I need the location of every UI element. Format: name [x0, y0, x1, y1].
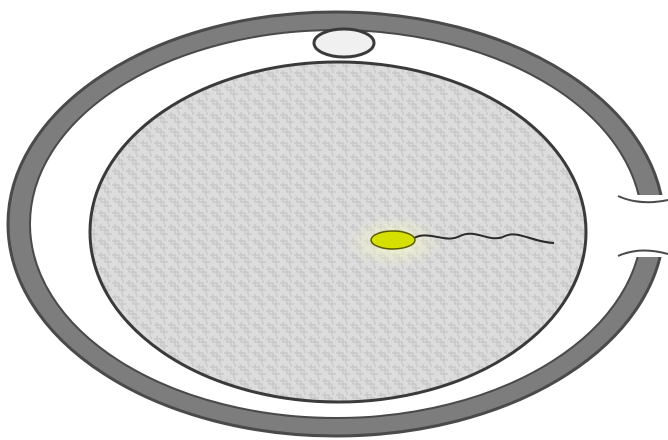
cell-body [90, 62, 586, 402]
sperm-head [371, 231, 415, 249]
polar-body [314, 29, 374, 57]
